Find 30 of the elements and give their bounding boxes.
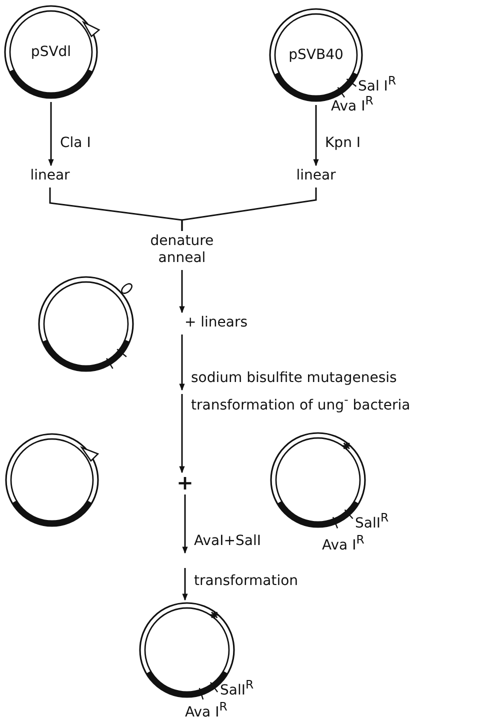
step-label: + linears xyxy=(184,314,248,332)
edge-label: transformation of ung$^{-}$ bacteria xyxy=(191,392,410,414)
site-label: Ava I$^{R}$ xyxy=(185,700,228,720)
arrow xyxy=(313,105,319,166)
arrow xyxy=(179,394,185,474)
site-label: SalI$^{R}$ xyxy=(355,510,389,532)
plasmid-name: pSVB40 xyxy=(288,47,344,63)
plasmid-name: pSVdl xyxy=(30,44,72,60)
site-label: Sal I$^{R}$ xyxy=(358,74,396,94)
step-label: linear xyxy=(30,168,70,184)
connector-line xyxy=(181,188,317,231)
site-label: Ava I$^{R}$ xyxy=(322,532,364,554)
arrow xyxy=(48,102,54,166)
arrow xyxy=(182,568,188,601)
arrow xyxy=(179,334,185,391)
edge-label: Cla I xyxy=(60,135,91,151)
site-label: SalI$^{R}$ xyxy=(220,678,254,698)
step-label: denature anneal xyxy=(147,233,217,267)
edge-label: sodium bisulfite mutagenesis xyxy=(191,370,397,386)
step-label: linear xyxy=(296,168,336,184)
arrow xyxy=(182,494,188,554)
plasmid-circle xyxy=(38,276,134,372)
edge-label: transformation xyxy=(194,573,298,589)
edge-label: AvaI+SalI xyxy=(194,533,261,549)
step-label: + xyxy=(176,474,194,492)
plasmid-circle xyxy=(4,5,98,99)
site-label: Ava I$^{R}$ xyxy=(331,94,374,114)
edge-label: Kpn I xyxy=(325,135,361,151)
plasmid-circle xyxy=(5,433,99,527)
arrow xyxy=(179,270,185,314)
